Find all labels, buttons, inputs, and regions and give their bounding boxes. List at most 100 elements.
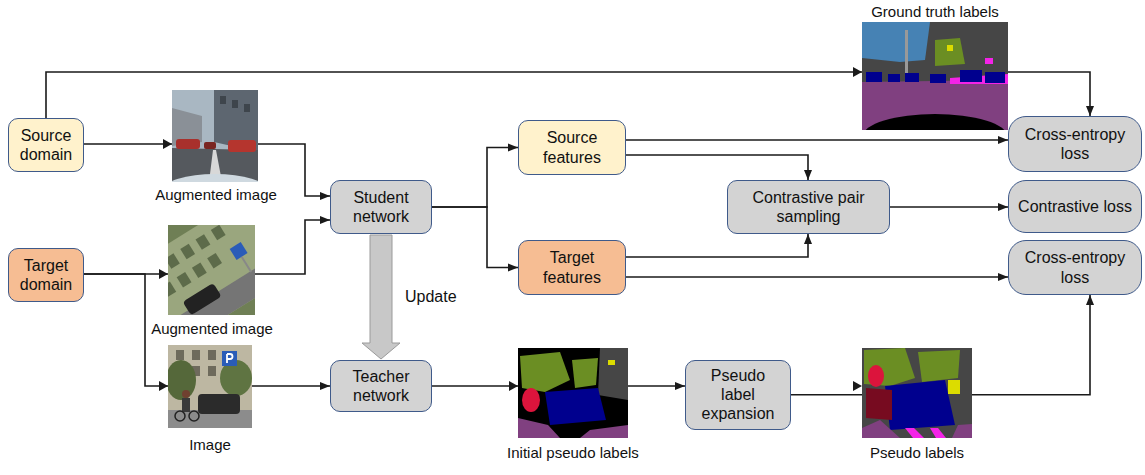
ground-truth-map-part [862,22,930,62]
ground-truth-map-part [985,72,1005,83]
ground-truth-map-part [862,22,1008,130]
arrowhead-stub-part [159,269,168,279]
initial-pseudo-label-map-part [520,352,570,392]
pseudo-label-map-part [862,420,900,438]
augmented-target-photo-part [207,253,222,268]
initial-pseudo-label-map-part [518,418,560,438]
augmented-target-photo-part [177,272,192,287]
target-photo-part [198,394,240,414]
augmented-target-photo-part [230,242,248,260]
augmented-target-photo [168,225,255,315]
target-photo-part [192,350,200,360]
augmented-target-photo-part [183,283,222,315]
box-label: Student network [337,188,425,226]
ground-truth-map-part [935,38,965,66]
network-box: Student network [330,180,432,234]
initial-pseudo-label-map-part [522,388,540,412]
arrowhead-stub-part [159,381,168,391]
target-photo-part [208,350,216,360]
edge-label: Update [405,287,457,306]
augmented-source-photo-part [204,142,216,149]
ground-truth-map-part [960,70,982,82]
initial-pseudo-label-map-part [518,348,628,438]
box-label: Source features [525,128,619,166]
target-photo-part [176,350,184,360]
augmented-target-photo-part [171,255,255,315]
target-photo-part [189,411,199,421]
loss-box: Cross-entropy loss [1008,116,1142,172]
flow-arrow [890,206,1008,208]
flow-arrow [626,276,1008,278]
ground-truth-map-part [866,72,882,82]
box-label: Contrastive loss [1018,197,1132,216]
process-box: Contrastive pair sampling [727,180,890,234]
augmented-target-photo-part [180,244,195,259]
image-caption: Pseudo labels [870,444,964,462]
pseudo-label-map-part [905,428,924,438]
box-label: Cross-entropy loss [1015,248,1135,286]
augmented-source-photo-part [172,90,258,182]
augmented-source-photo-part [244,104,250,112]
augmented-target-photo-part [168,225,255,315]
box-label: Cross-entropy loss [1015,125,1135,163]
ground-truth-map-part [905,73,919,82]
box-label: Target features [525,248,619,286]
flow-arrow [626,155,808,180]
ground-truth-map-part [888,74,900,82]
pseudo-label-map-part [930,428,946,438]
ground-truth-map-part [863,114,1007,130]
pseudo-label-map-part [952,424,972,438]
pseudo-label-map-part [862,348,972,438]
initial-pseudo-label-map-part [545,388,606,425]
augmented-target-photo-part [211,225,226,240]
augmented-target-photo-part [168,253,180,268]
ground-truth-map-part [947,45,953,51]
arrowhead-stub-part [853,381,862,391]
augmented-source-photo-part [232,100,238,108]
process-box: Pseudo label expansion [685,360,791,430]
loss-box: Cross-entropy loss [1008,240,1142,295]
pseudo-label-map-part [866,388,892,420]
flow-arrow [432,148,518,208]
domain-box: Source domain [8,118,84,172]
box-label: Pseudo label expansion [692,366,784,424]
augmented-source-photo [172,90,258,182]
box-label: Teacher network [337,367,425,405]
target-photo-part [182,390,190,398]
ground-truth-map-part [905,30,908,74]
initial-pseudo-label-map-part [598,348,628,400]
augmented-source-photo-part [220,96,226,104]
image-caption: Augmented image [155,186,277,204]
augmented-target-photo-part [196,234,211,249]
loss-box: Contrastive loss [1008,180,1142,233]
augmented-source-photo-part [172,174,258,182]
initial-pseudo-label-map [518,348,628,438]
arrowhead-stub-part [509,381,518,391]
augmented-source-photo-part [176,139,200,149]
arrowhead-stub-part [853,67,862,77]
domain-box: Target domain [8,248,84,302]
arrowhead-stub-part [163,139,172,149]
pseudo-label-map-part [885,380,955,430]
pseudo-label-map-part [918,350,960,382]
target-photo-part [182,398,190,412]
box-label: Contrastive pair sampling [734,188,883,226]
pseudo-label-map [862,348,972,438]
flow-arrow [791,295,1090,395]
pseudo-label-map-part [864,348,915,386]
ground-truth-map [862,22,1008,130]
network-box: Teacher network [330,360,432,412]
flow-arrow [432,207,518,268]
pseudo-label-map-part [948,380,960,394]
initial-pseudo-label-map-part [572,358,598,388]
flow-arrow [626,234,808,257]
target-photo-part [227,354,233,363]
box-label: Source domain [15,126,77,164]
image-caption: Initial pseudo labels [507,444,639,462]
box-label: Target domain [15,256,77,294]
target-photo [168,345,252,428]
target-photo-part [175,411,185,421]
initial-pseudo-label-map-part [580,425,628,438]
image-caption: Ground truth labels [871,3,999,21]
